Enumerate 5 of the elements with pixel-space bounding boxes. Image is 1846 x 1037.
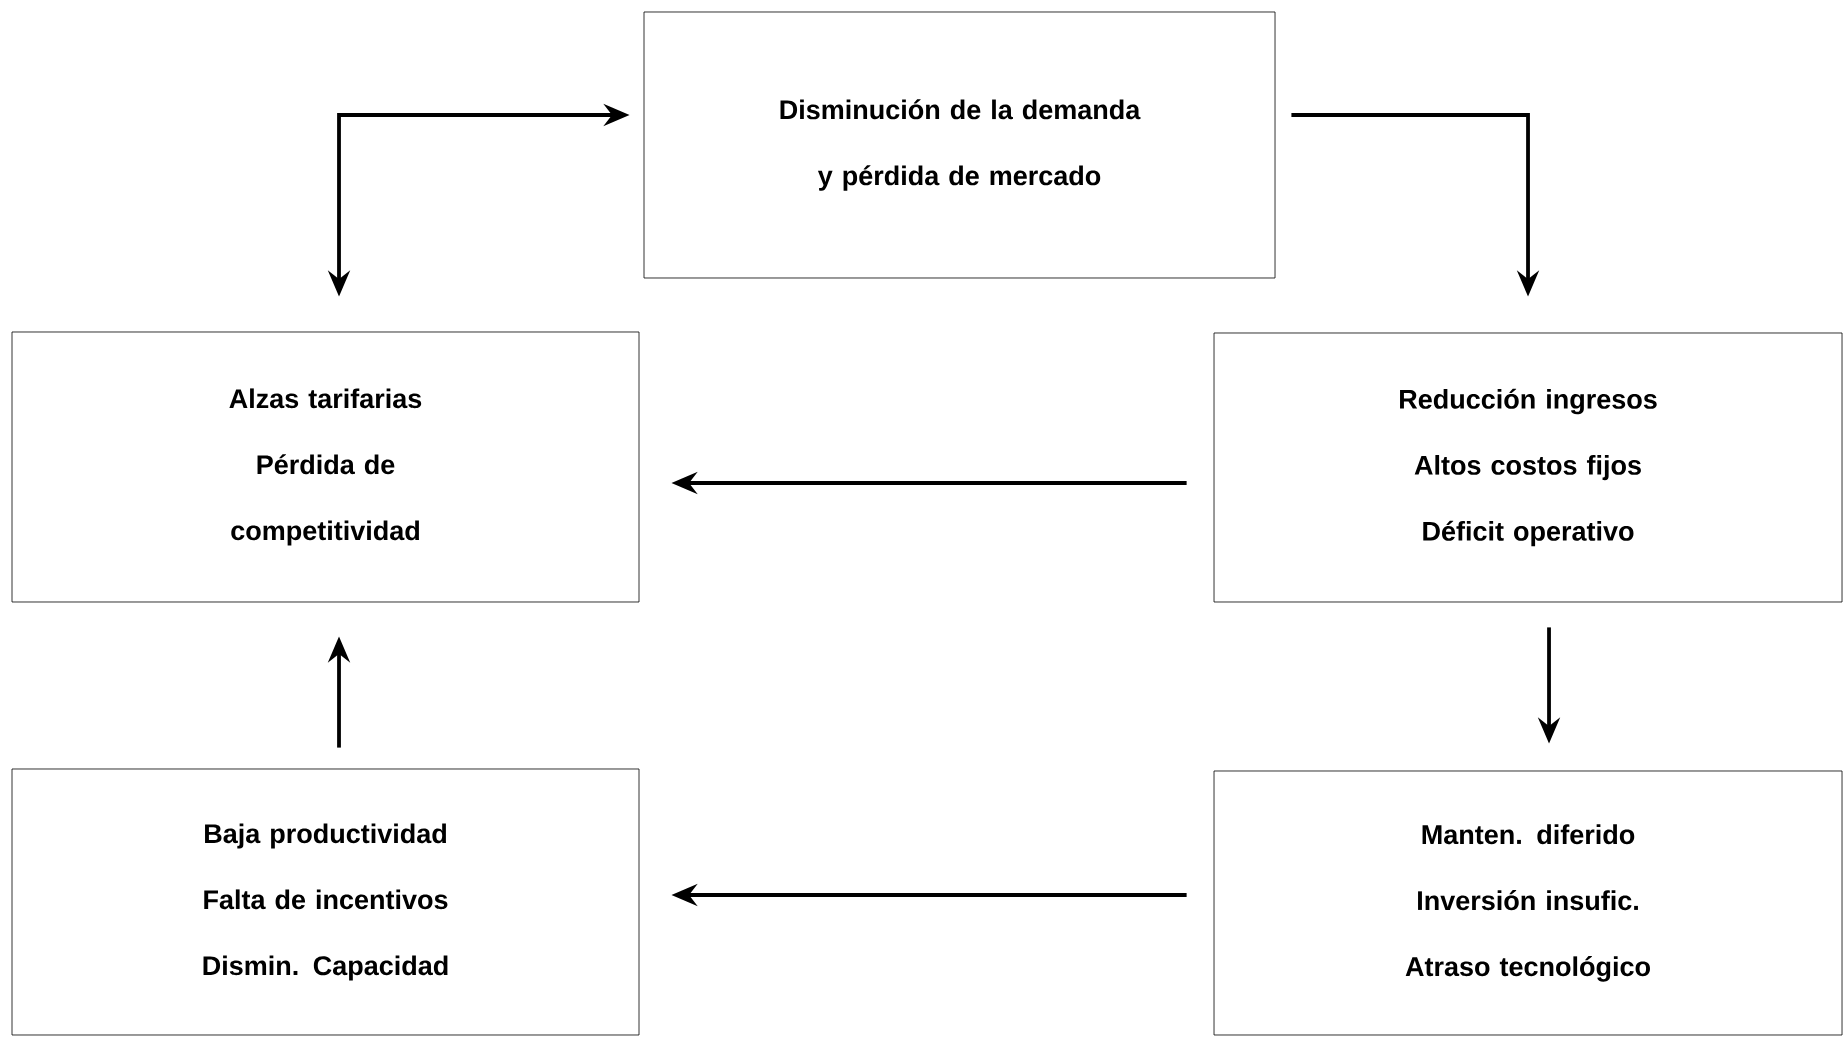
- text-box: Reducción ingresos Altos costos fijos Déficit operativo: [1213, 332, 1843, 603]
- text-box: Disminución de la demanda y pérdida de mercado: [643, 11, 1276, 279]
- text-box: Manten. diferido Inversión insufic. Atraso tecnológico: [1213, 770, 1843, 1036]
- text-box: Alzas tarifarias Pérdida de competitividad: [11, 331, 640, 603]
- text-box: Baja productividad Falta de incentivos Dismin. Capacidad: [11, 768, 640, 1036]
